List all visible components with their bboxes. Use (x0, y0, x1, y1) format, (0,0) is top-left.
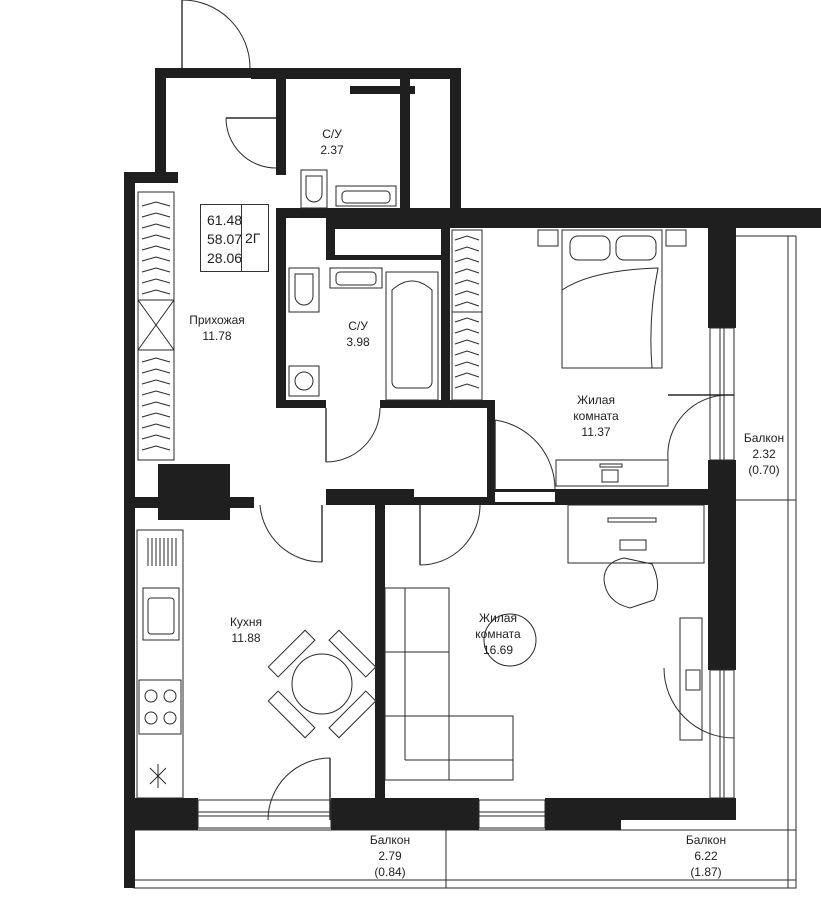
room-bedroom-area: 11.37 (581, 425, 610, 439)
hanger-mark (141, 256, 171, 262)
living-area: 28.06 (207, 250, 243, 266)
hanger-mark (141, 412, 171, 418)
hanger-mark (454, 290, 480, 296)
balcony-left-area: 2.79 (378, 849, 402, 863)
room-living-name-2: комната (475, 627, 521, 641)
hanger-mark (141, 401, 171, 407)
balcony-mid-coef: (1.87) (690, 865, 721, 879)
room-bedroom-name-1: Жилая (577, 393, 615, 407)
hanger-mark (141, 201, 171, 207)
balcony-right-area: 2.32 (752, 447, 776, 461)
hanger-mark (454, 372, 480, 378)
area-summary-values: 61.48 58.07 28.06 (207, 211, 242, 268)
hanger-mark (454, 383, 480, 389)
hanger-mark (454, 246, 480, 252)
hanger-mark (454, 350, 480, 356)
hanger-mark (454, 279, 480, 285)
hanger-mark (454, 328, 480, 334)
room-bath1-area: 2.37 (320, 143, 344, 157)
summary-divider (241, 205, 242, 271)
balcony-left-coef: (0.84) (374, 865, 405, 879)
hanger-mark (454, 317, 480, 323)
room-hall-name: Прихожая (189, 313, 245, 327)
room-hall-area: 11.78 (202, 329, 231, 343)
room-labels: С/У 2.37 С/У 3.98 Прихожая 11.78 Жилая к… (189, 127, 784, 879)
total-area: 61.48 (207, 212, 243, 228)
hanger-mark (141, 234, 171, 240)
walls (124, 68, 821, 888)
hanger-mark (454, 268, 480, 274)
room-bath2-area: 3.98 (346, 335, 370, 349)
balcony-left-name: Балкон (370, 833, 410, 847)
hanger-mark (141, 423, 171, 429)
hall-wardrobe (137, 191, 175, 461)
room-living-area: 16.69 (483, 643, 513, 657)
balcony-outlines (133, 235, 797, 889)
room-bath2-name: С/У (348, 319, 368, 333)
hanger-mark (141, 278, 171, 284)
hanger-mark (454, 339, 480, 345)
room-kitchen-name: Кухня (230, 615, 262, 629)
hanger-mark (141, 368, 171, 374)
doors (181, 0, 735, 821)
furniture (136, 169, 705, 799)
hanger-mark (454, 361, 480, 367)
hanger-mark (141, 434, 171, 440)
balcony-right-name: Балкон (744, 431, 784, 445)
living-area-full: 58.07 (207, 231, 243, 247)
hanger-mark (141, 445, 171, 451)
hanger-mark (141, 379, 171, 385)
hanger-mark (141, 390, 171, 396)
hanger-mark (141, 223, 171, 229)
apartment-type: 2Г (245, 230, 261, 246)
balcony-right-coef: (0.70) (748, 463, 779, 477)
hanger-mark (141, 289, 171, 295)
balcony-mid-name: Балкон (686, 833, 726, 847)
room-kitchen-area: 11.88 (231, 631, 260, 645)
hanger-mark (141, 245, 171, 251)
hanger-mark (454, 235, 480, 241)
room-living-name-1: Жилая (479, 611, 517, 625)
windows (197, 327, 735, 829)
hanger-mark (454, 257, 480, 263)
hanger-mark (141, 267, 171, 273)
room-bath1-name: С/У (322, 127, 342, 141)
hanger-mark (141, 212, 171, 218)
area-summary-box: 61.48 58.07 28.06 2Г (200, 204, 269, 272)
hanger-mark (141, 357, 171, 363)
room-bedroom-name-2: комната (573, 409, 619, 423)
balcony-mid-area: 6.22 (694, 849, 718, 863)
hanger-mark (454, 301, 480, 307)
